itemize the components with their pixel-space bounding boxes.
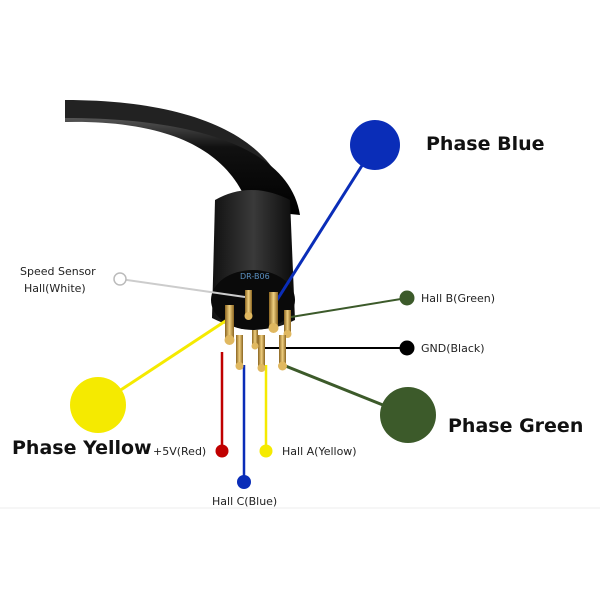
label-phase-blue: Phase Blue — [426, 133, 545, 155]
hall-b-dot — [399, 290, 415, 306]
label-phase-green: Phase Green — [448, 415, 584, 437]
label-hall-c: Hall C(Blue) — [212, 495, 278, 508]
phase-blue-dot — [350, 120, 400, 170]
phase-yellow-dot — [70, 377, 126, 433]
connector-pins — [224, 290, 292, 372]
label-5v: +5V(Red) — [153, 445, 207, 458]
wire-hall-b — [284, 297, 408, 319]
label-hall-b: Hall B(Green) — [421, 292, 496, 305]
label-speed-sensor-1: Speed Sensor — [20, 265, 96, 278]
label-hall-a: Hall A(Yellow) — [282, 445, 357, 458]
hall-a-dot — [259, 444, 273, 458]
label-phase-yellow: Phase Yellow — [12, 437, 152, 459]
gnd-dot — [399, 340, 415, 356]
wire-speed-sensor — [119, 278, 246, 298]
label-speed-sensor-2: Hall(White) — [24, 282, 86, 295]
speed-sensor-dot — [113, 272, 127, 286]
phase-green-dot — [380, 387, 436, 443]
hall-c-dot — [237, 475, 251, 489]
plus5v-dot — [215, 444, 229, 458]
wire-phase-blue — [275, 144, 377, 301]
connector-marking: DR-B06 — [240, 272, 270, 281]
label-gnd: GND(Black) — [421, 342, 485, 355]
